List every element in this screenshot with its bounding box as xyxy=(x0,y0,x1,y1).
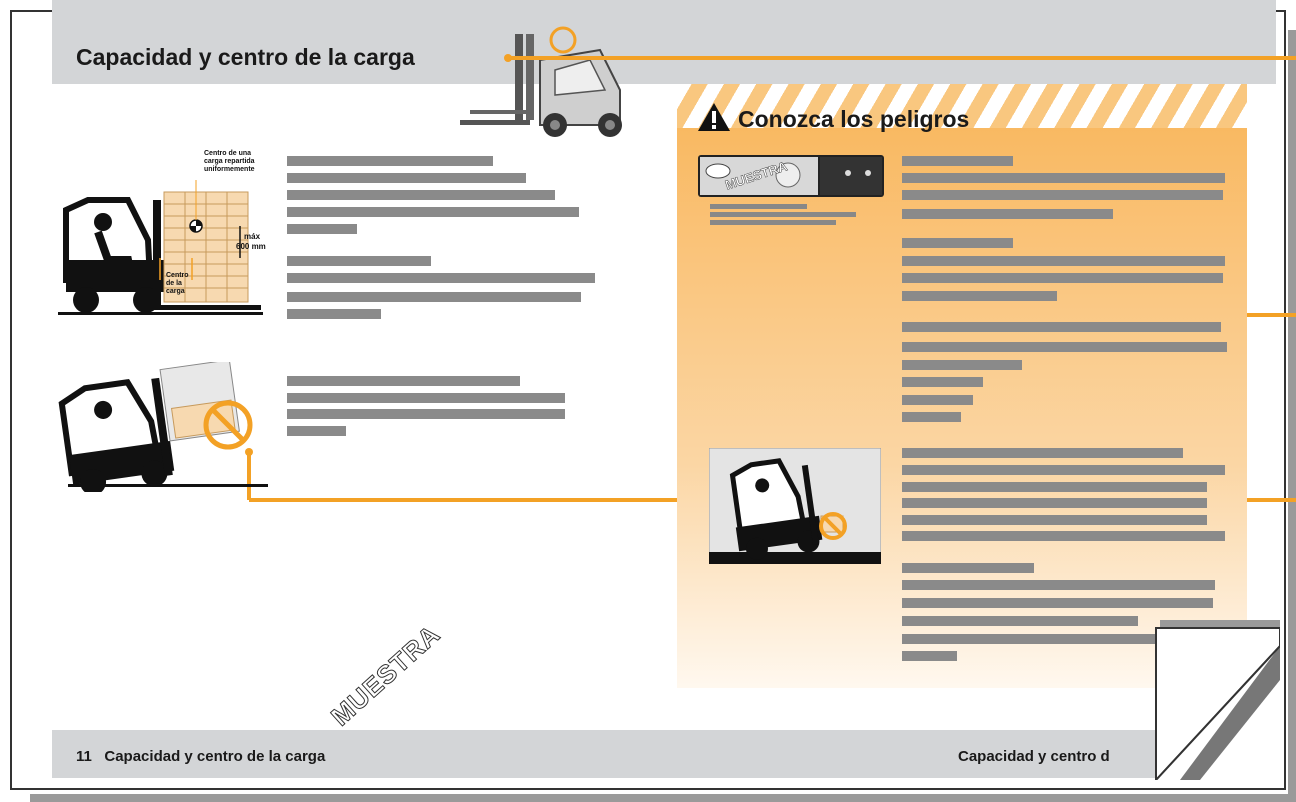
footer-band xyxy=(52,730,1276,778)
text-line xyxy=(287,309,381,319)
text-line xyxy=(287,173,526,183)
text-line xyxy=(902,190,1223,200)
text-line xyxy=(287,273,595,283)
text-line xyxy=(902,482,1207,492)
text-line xyxy=(902,412,961,422)
text-line xyxy=(902,256,1225,266)
page-title: Capacidad y centro de la carga xyxy=(76,44,415,70)
text-line xyxy=(287,156,493,166)
text-line xyxy=(902,377,983,387)
text-line xyxy=(710,220,836,225)
forklift-hazard-picture xyxy=(709,448,881,564)
text-line xyxy=(902,498,1207,508)
text-line xyxy=(902,360,1022,370)
text-line xyxy=(287,256,431,266)
text-line xyxy=(902,563,1034,573)
text-line xyxy=(287,224,357,234)
text-line xyxy=(287,426,346,436)
forklift-photo xyxy=(460,34,622,137)
text-line xyxy=(902,156,1013,166)
footer-left: 11 Capacidad y centro de la carga xyxy=(76,748,325,765)
header-band xyxy=(52,0,1276,84)
text-line xyxy=(710,204,807,209)
capacity-sticker xyxy=(698,155,884,197)
text-line xyxy=(902,273,1223,283)
label-center: Centro de la carga xyxy=(166,272,189,295)
text-line xyxy=(287,409,565,419)
text-line xyxy=(902,465,1225,475)
load-center-diagram xyxy=(58,180,263,315)
text-line xyxy=(902,531,1225,541)
text-line xyxy=(902,291,1057,301)
label-dist: 600 mm xyxy=(236,242,266,251)
panel-title: Conozca los peligros xyxy=(738,106,970,132)
label-max: máx xyxy=(244,232,261,241)
hazard-stripe xyxy=(677,84,1247,130)
text-line xyxy=(902,448,1183,458)
text-line xyxy=(287,207,579,217)
label-center-load: Centro de una carga repartida uniformeme… xyxy=(204,150,255,173)
text-line xyxy=(902,322,1221,332)
page-number: 11 xyxy=(76,748,92,765)
text-line xyxy=(902,342,1227,352)
text-line xyxy=(902,173,1225,183)
text-line xyxy=(902,395,973,405)
footer-left-title: Capacidad y centro de la carga xyxy=(104,748,326,765)
text-line xyxy=(902,580,1215,590)
page-shadow-right xyxy=(1288,30,1296,802)
text-line xyxy=(287,190,555,200)
text-line xyxy=(287,292,581,302)
text-line xyxy=(902,651,957,661)
page-curl[interactable] xyxy=(1140,600,1280,780)
text-line xyxy=(287,376,520,386)
text-line xyxy=(902,598,1213,608)
text-line xyxy=(902,515,1207,525)
tipping-diagram xyxy=(58,362,268,492)
text-line xyxy=(902,616,1138,626)
text-line xyxy=(710,212,856,217)
text-line xyxy=(902,209,1113,219)
warning-icon xyxy=(698,103,730,131)
footer-right-title: Capacidad y centro d xyxy=(958,748,1110,765)
text-line xyxy=(902,634,1162,644)
page-shadow-bottom xyxy=(30,794,1292,802)
text-line xyxy=(902,238,1013,248)
text-line xyxy=(287,393,565,403)
